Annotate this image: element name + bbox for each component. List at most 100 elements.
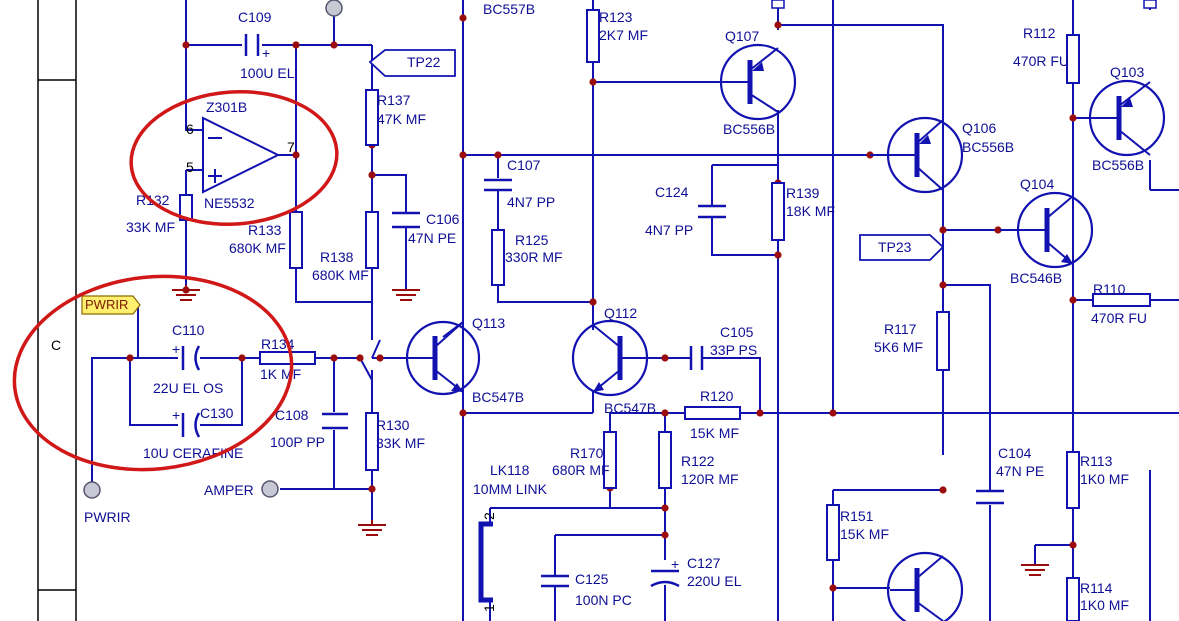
svg-text:BC547B: BC547B (604, 400, 656, 416)
svg-text:R112: R112 (1023, 25, 1056, 41)
svg-text:C108: C108 (275, 407, 309, 423)
svg-text:R122: R122 (681, 453, 715, 469)
transistor-symbols (405, 43, 1166, 621)
wires (91, 0, 1179, 621)
opamp-pin: 5 (186, 159, 194, 175)
highlight-annotations (12, 90, 339, 472)
svg-text:R139: R139 (786, 185, 820, 201)
svg-text:TP23: TP23 (878, 239, 912, 255)
svg-text:R138: R138 (320, 249, 354, 265)
svg-text:220U EL: 220U EL (687, 573, 742, 589)
svg-text:47N PE: 47N PE (996, 463, 1044, 479)
svg-text:R113: R113 (1080, 453, 1113, 469)
ground-icon (172, 285, 200, 301)
svg-text:+: + (262, 45, 270, 61)
svg-text:680R MF: 680R MF (552, 462, 610, 478)
svg-text:680K MF: 680K MF (229, 240, 286, 256)
svg-text:15K MF: 15K MF (690, 425, 739, 441)
ground-icon (358, 520, 386, 536)
pwrir-flag: PWRIR (81, 295, 141, 315)
svg-text:Q107: Q107 (725, 28, 759, 44)
opamp-pin: 7 (287, 139, 295, 155)
link-lk118-symbol (478, 508, 493, 621)
svg-text:C124: C124 (655, 184, 689, 200)
svg-text:BC546B: BC546B (1010, 270, 1062, 286)
svg-text:+: + (671, 556, 679, 572)
svg-text:C130: C130 (200, 405, 234, 421)
svg-text:C107: C107 (507, 157, 541, 173)
ground-icon (1021, 564, 1049, 576)
svg-text:C110: C110 (172, 322, 205, 338)
labels: Z301B NE5532 6 5 7 C109 100U EL C106 47N… (126, 1, 1147, 613)
svg-text:1: 1 (481, 604, 497, 612)
ground-icon (392, 289, 420, 301)
svg-text:15K MF: 15K MF (840, 526, 889, 542)
svg-text:R137: R137 (377, 92, 411, 108)
svg-text:5K6 MF: 5K6 MF (874, 339, 923, 355)
svg-text:R120: R120 (700, 388, 734, 404)
junctions (126, 14, 1077, 592)
svg-text:PWRIR: PWRIR (85, 297, 128, 312)
svg-text:2: 2 (481, 512, 497, 520)
pwrir-pin: PWRIR (83, 481, 131, 525)
top-pin-icon (325, 0, 343, 17)
opamp-part: NE5532 (204, 195, 255, 211)
svg-text:R114: R114 (1080, 580, 1113, 596)
svg-text:R133: R133 (248, 222, 282, 238)
svg-text:PWRIR: PWRIR (84, 509, 131, 525)
opamp-pin: 6 (186, 121, 194, 137)
svg-text:Q106: Q106 (962, 120, 996, 136)
svg-text:R125: R125 (515, 232, 549, 248)
svg-text:100N PC: 100N PC (575, 592, 632, 608)
svg-text:100U EL: 100U EL (240, 65, 295, 81)
svg-text:C105: C105 (720, 324, 754, 340)
svg-text:470R FU: 470R FU (1091, 310, 1147, 326)
svg-text:BC557B: BC557B (483, 1, 535, 17)
svg-text:1K0 MF: 1K0 MF (1080, 471, 1129, 487)
svg-text:1K MF: 1K MF (260, 366, 301, 382)
svg-text:R123: R123 (599, 9, 633, 25)
opamp-ref: Z301B (206, 99, 247, 115)
svg-text:R110: R110 (1093, 281, 1126, 297)
svg-text:R117: R117 (884, 321, 917, 337)
port-tp23: TP23 (859, 234, 945, 261)
svg-text:47N PE: 47N PE (408, 230, 456, 246)
svg-text:AMPER: AMPER (204, 482, 254, 498)
svg-text:10U CERAFINE: 10U CERAFINE (143, 445, 243, 461)
svg-text:330R MF: 330R MF (505, 249, 563, 265)
svg-text:C109: C109 (238, 9, 272, 25)
svg-text:100P PP: 100P PP (270, 434, 325, 450)
ground-symbols (172, 285, 1049, 576)
svg-text:10MM LINK: 10MM LINK (473, 481, 548, 497)
svg-text:+: + (172, 407, 180, 423)
svg-text:TP22: TP22 (407, 54, 441, 70)
svg-text:22U EL OS: 22U EL OS (153, 380, 223, 396)
svg-text:C127: C127 (687, 555, 721, 571)
svg-text:680K MF: 680K MF (312, 267, 369, 283)
svg-text:BC556B: BC556B (1092, 157, 1144, 173)
svg-text:R170: R170 (570, 445, 604, 461)
port-tp22: TP22 (368, 49, 456, 77)
svg-text:R151: R151 (840, 508, 874, 524)
svg-text:120R MF: 120R MF (681, 471, 739, 487)
row-letter: C (51, 337, 61, 353)
svg-text:C106: C106 (426, 211, 460, 227)
svg-text:C125: C125 (575, 571, 609, 587)
svg-text:18K MF: 18K MF (786, 203, 835, 219)
svg-text:47K MF: 47K MF (377, 111, 426, 127)
svg-text:BC556B: BC556B (723, 121, 775, 137)
highlight-ellipse-opamp (129, 90, 339, 226)
svg-text:1K0 MF: 1K0 MF (1080, 597, 1129, 613)
amper-pin: AMPER (204, 480, 279, 498)
svg-text:33P PS: 33P PS (710, 342, 757, 358)
svg-text:Q104: Q104 (1020, 176, 1054, 192)
svg-text:470R FU: 470R FU (1013, 53, 1069, 69)
capacitor-symbols: + + + + (172, 34, 1004, 588)
highlight-ellipse-input (12, 274, 294, 472)
svg-text:Q113: Q113 (472, 315, 505, 331)
svg-text:R130: R130 (376, 417, 410, 433)
top-pin-stub (771, 0, 785, 9)
svg-text:+: + (172, 341, 180, 357)
svg-text:4N7 PP: 4N7 PP (645, 222, 693, 238)
